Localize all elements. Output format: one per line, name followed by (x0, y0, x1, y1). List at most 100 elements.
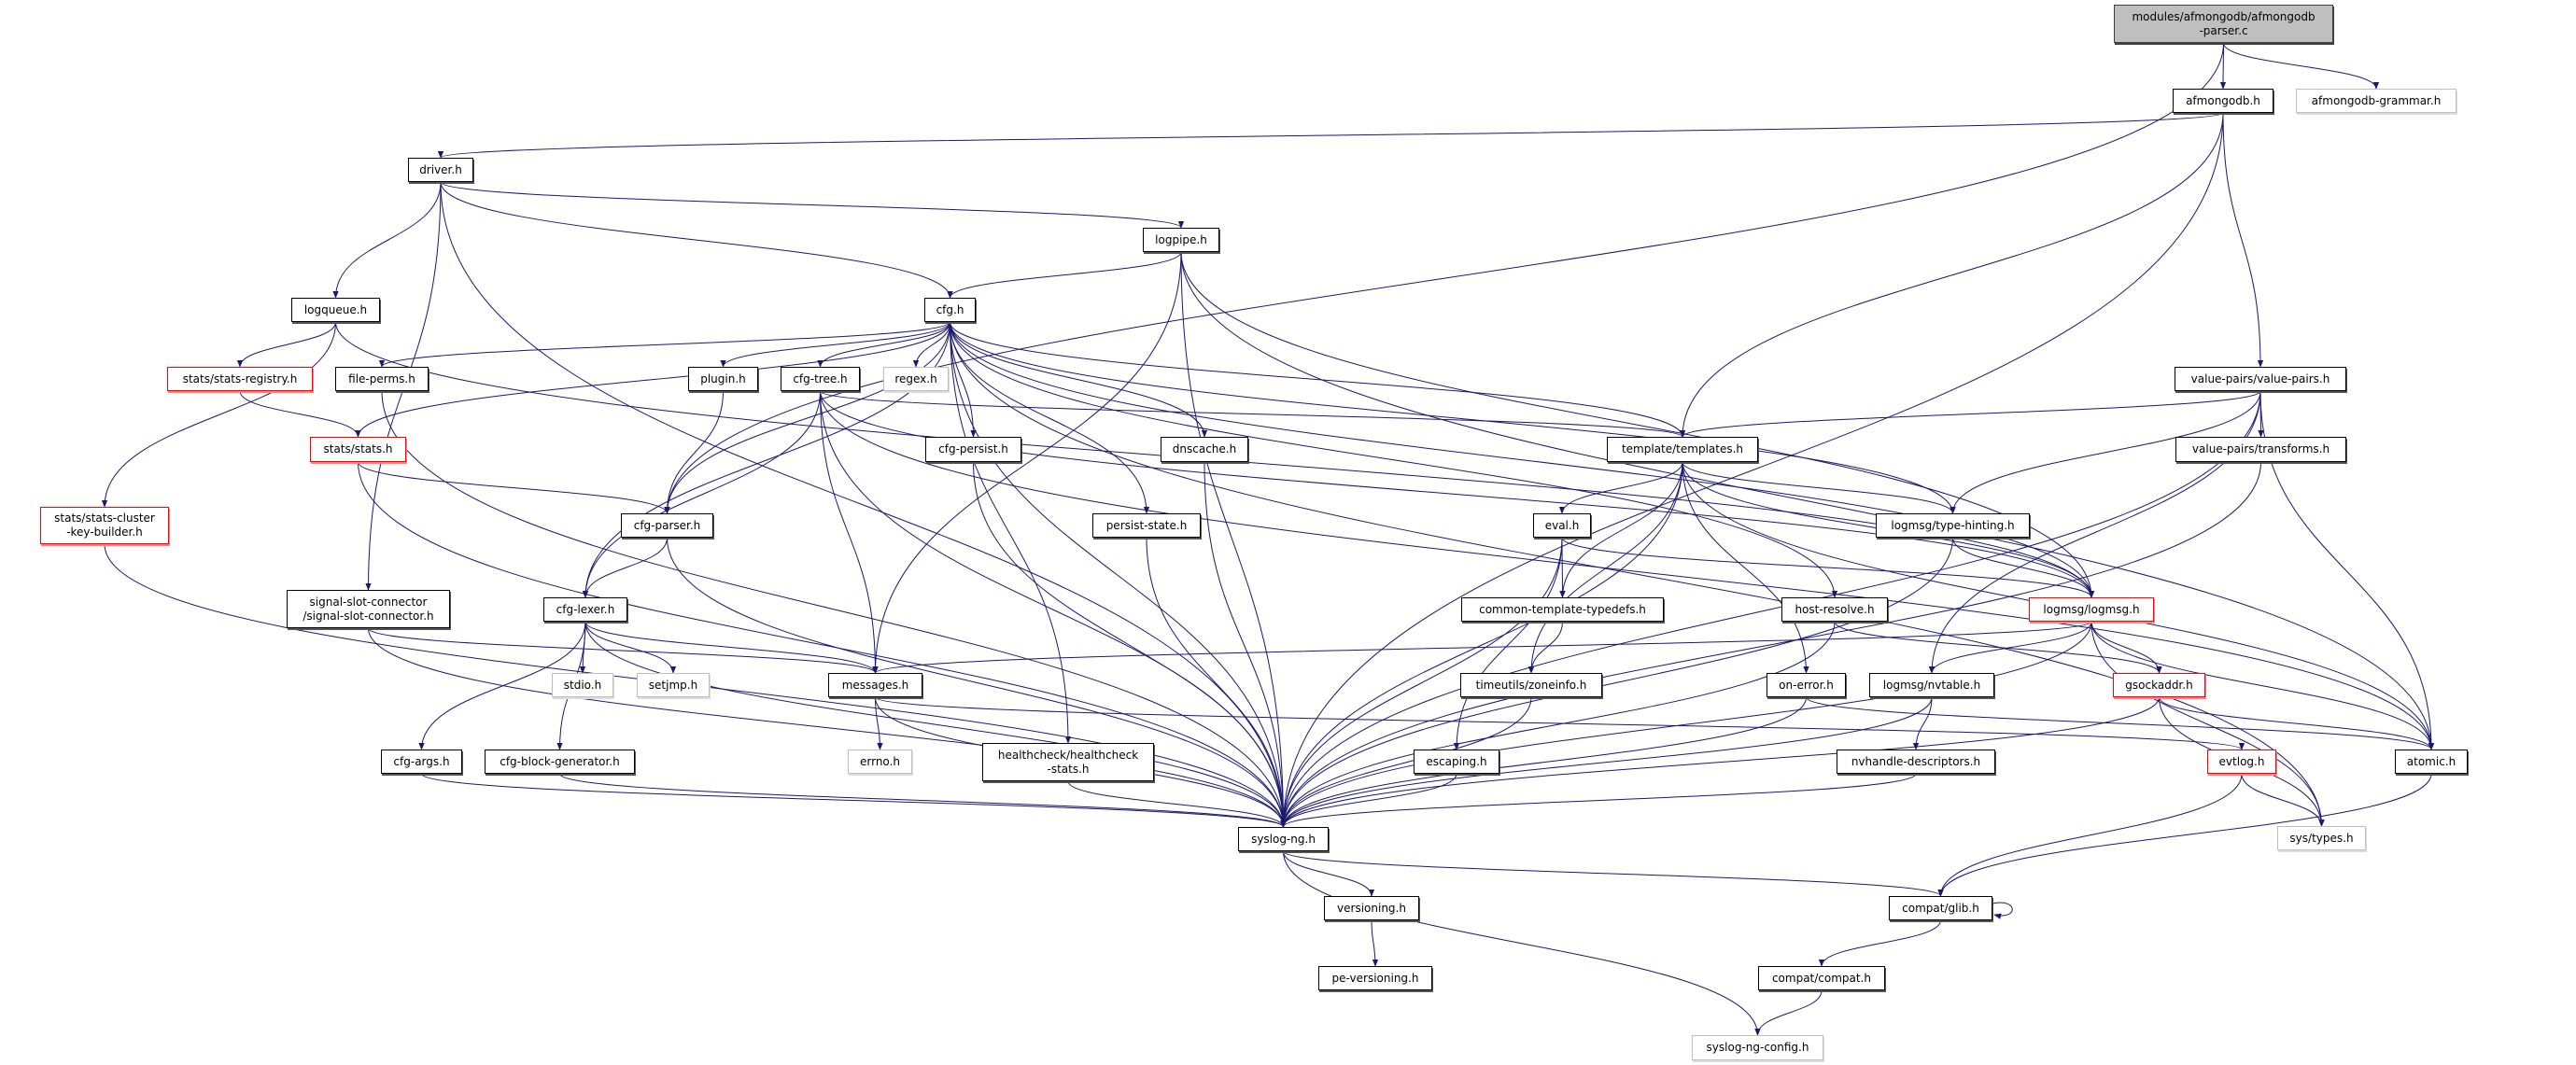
node-label: stats/stats.h (323, 442, 393, 455)
node-root[interactable]: modules/afmongodb/afmongodb-parser.c (2114, 5, 2333, 43)
edge-hostresolve-to-syslogng (1280, 621, 1836, 828)
edge-cfg-to-logmsg (950, 321, 2095, 598)
node-systypes[interactable]: sys/types.h (2277, 826, 2366, 850)
node-statsreg[interactable]: stats/stats-registry.h (167, 367, 313, 391)
node-label: -parser.c (2199, 23, 2248, 37)
node-label: logpipe.h (1155, 232, 1207, 246)
edge-hostresolve-to-gsockaddr (1834, 621, 2162, 674)
node-vp[interactable]: value-pairs/value-pairs.h (2175, 367, 2346, 391)
node-hostresolve[interactable]: host-resolve.h (1781, 597, 1888, 622)
edge-ssc-to-messages (368, 627, 879, 674)
edge-cfgtree-to-logmsg (820, 390, 2095, 598)
edge-stats-to-syslogng (358, 461, 1287, 828)
node-label: plugin.h (700, 371, 746, 385)
node-label: syslog-ng.h (1251, 832, 1316, 846)
node-label: evtlog.h (2218, 754, 2265, 768)
node-cbg[interactable]: cfg-block-generator.h (485, 750, 635, 774)
node-label: atomic.h (2406, 754, 2456, 768)
node-cfg[interactable]: cfg.h (924, 298, 976, 322)
node-versioning[interactable]: versioning.h (1324, 896, 1419, 920)
node-label: on-error.h (1779, 678, 1834, 692)
node-eval[interactable]: eval.h (1533, 513, 1591, 538)
node-logpipe[interactable]: logpipe.h (1143, 228, 1219, 252)
node-regex[interactable]: regex.h (883, 367, 949, 391)
node-stats[interactable]: stats/stats.h (310, 437, 406, 462)
node-stdio[interactable]: stdio.h (552, 673, 613, 697)
node-label: -key-builder.h (66, 525, 143, 539)
edge-glib-to-compat (1818, 919, 1941, 967)
node-label: logmsg/type-hinting.h (1891, 518, 2015, 532)
edge-cfg-to-cfgpersist (950, 321, 977, 438)
edge-root-to-cfgparser (664, 42, 2224, 514)
node-label: stats/stats-cluster (54, 511, 155, 525)
node-messages[interactable]: messages.h (828, 673, 922, 697)
node-logqueue[interactable]: logqueue.h (291, 298, 380, 322)
node-label: healthcheck/healthcheck (997, 748, 1139, 762)
edge-messages-to-errno (875, 696, 883, 750)
edge-root-to-afmongodb (2219, 42, 2227, 90)
node-keybuilder[interactable]: stats/stats-cluster-key-builder.h (40, 507, 169, 544)
node-cfglexer[interactable]: cfg-lexer.h (543, 597, 627, 622)
node-transforms[interactable]: value-pairs/transforms.h (2175, 437, 2346, 462)
node-glib[interactable]: compat/glib.h (1889, 896, 1992, 920)
node-label: syslog-ng-config.h (1706, 1041, 1809, 1054)
node-label: regex.h (894, 371, 937, 385)
node-logmsg[interactable]: logmsg/logmsg.h (2029, 597, 2154, 622)
edge-gsockaddr-to-syslogng (1280, 696, 2160, 828)
node-compat[interactable]: compat/compat.h (1758, 966, 1885, 990)
node-templates[interactable]: template/templates.h (1607, 437, 1758, 462)
edge-syslogng-to-versioning (1283, 850, 1375, 897)
node-peversioning[interactable]: pe-versioning.h (1318, 966, 1432, 990)
node-plugin[interactable]: plugin.h (688, 367, 758, 391)
node-healthcheck[interactable]: healthcheck/healthcheck-stats.h (982, 743, 1154, 781)
node-label: common-template-typedefs.h (1479, 602, 1646, 616)
edge-afmongodb-to-driver (438, 112, 2224, 159)
node-onerror[interactable]: on-error.h (1767, 673, 1846, 697)
node-grammar[interactable]: afmongodb-grammar.h (2296, 89, 2456, 113)
node-cfgpersist[interactable]: cfg-persist.h (925, 437, 1021, 462)
edge-cfg-to-systypes (950, 321, 2325, 827)
node-label: logqueue.h (303, 302, 368, 316)
node-driver[interactable]: driver.h (408, 158, 473, 182)
node-evtlog[interactable]: evtlog.h (2207, 750, 2276, 774)
node-errno[interactable]: errno.h (848, 750, 912, 774)
node-ctt[interactable]: common-template-typedefs.h (1461, 597, 1664, 622)
node-label: cfg-lexer.h (556, 602, 615, 616)
edge-templates-to-syslogng (1280, 461, 1683, 828)
node-label: cfg-persist.h (938, 442, 1008, 455)
node-syslogng[interactable]: syslog-ng.h (1238, 827, 1329, 851)
node-dnscache[interactable]: dnscache.h (1161, 437, 1248, 462)
node-nvhandle[interactable]: nvhandle-descriptors.h (1837, 750, 1995, 774)
node-cfgtree[interactable]: cfg-tree.h (781, 367, 860, 391)
node-config[interactable]: syslog-ng-config.h (1692, 1035, 1823, 1060)
node-label: -stats.h (1047, 762, 1090, 776)
node-afmongodb[interactable]: afmongodb.h (2173, 89, 2273, 113)
node-label: afmongodb.h (2186, 93, 2260, 107)
node-label: compat/compat.h (1771, 971, 1872, 985)
node-nvtable[interactable]: logmsg/nvtable.h (1869, 673, 1994, 697)
node-typehint[interactable]: logmsg/type-hinting.h (1876, 513, 2030, 538)
node-atomic[interactable]: atomic.h (2395, 750, 2468, 774)
node-persiststate[interactable]: persist-state.h (1092, 513, 1201, 538)
node-label: cfg-parser.h (633, 518, 701, 532)
edge-ssc-to-syslogng (368, 627, 1287, 828)
node-zoneinfo[interactable]: timeutils/zoneinfo.h (1460, 673, 1602, 697)
edge-vp-to-typehint (1950, 390, 2261, 514)
node-cfgargs[interactable]: cfg-args.h (381, 750, 462, 774)
edge-cfg-to-cfgtree (817, 321, 950, 368)
node-fileperms[interactable]: file-perms.h (335, 367, 429, 391)
edge-cfgtree-to-templates (820, 390, 1685, 438)
node-cfgparser[interactable]: cfg-parser.h (621, 513, 713, 538)
edge-templates-to-onerror (1682, 461, 1809, 674)
edge-cfg-to-templates (950, 321, 1686, 438)
edge-gsockaddr-to-atomic (2159, 696, 2435, 750)
edge-cfgparser-to-syslogng (667, 537, 1287, 828)
node-gsockaddr[interactable]: gsockaddr.h (2113, 673, 2205, 697)
node-setjmp[interactable]: setjmp.h (637, 673, 710, 697)
node-ssc[interactable]: signal-slot-connector/signal-slot-connec… (287, 590, 450, 628)
node-escaping[interactable]: escaping.h (1414, 750, 1499, 774)
edge-cbg-to-syslogng (559, 773, 1287, 828)
node-label: driver.h (419, 162, 462, 176)
edge-nvhandle-to-syslogng (1280, 773, 1917, 828)
